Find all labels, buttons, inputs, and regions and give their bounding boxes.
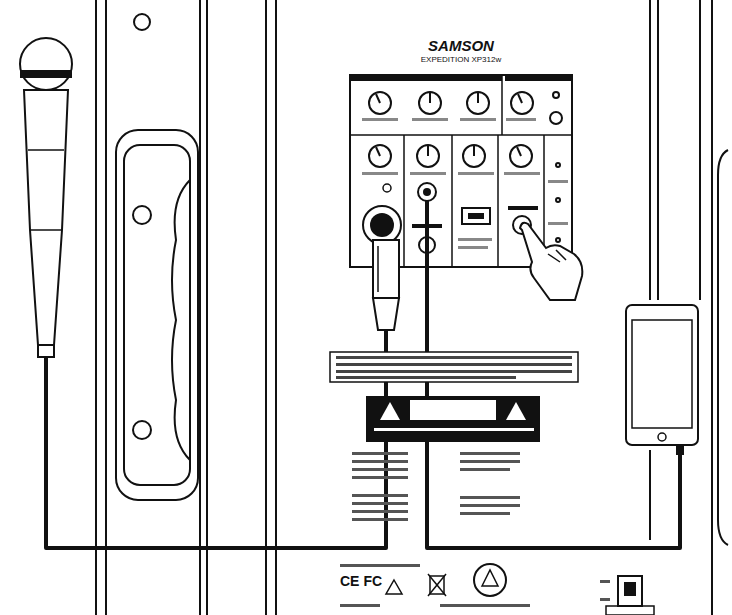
certification-marks (340, 564, 530, 607)
warning-labels (330, 352, 578, 521)
smartphone (626, 305, 698, 455)
xlr-plug (373, 240, 399, 330)
model-name: EXPEDITION XP312w (421, 56, 501, 64)
handle (116, 14, 198, 500)
cables (46, 200, 680, 548)
microphone (20, 38, 72, 357)
power-switch (600, 576, 654, 615)
cabinet-outline (96, 0, 728, 615)
ce-mark: CE (340, 574, 359, 588)
hand (520, 223, 582, 300)
brand-name: SAMSON (428, 38, 494, 53)
fcc-mark: FC (363, 574, 382, 588)
